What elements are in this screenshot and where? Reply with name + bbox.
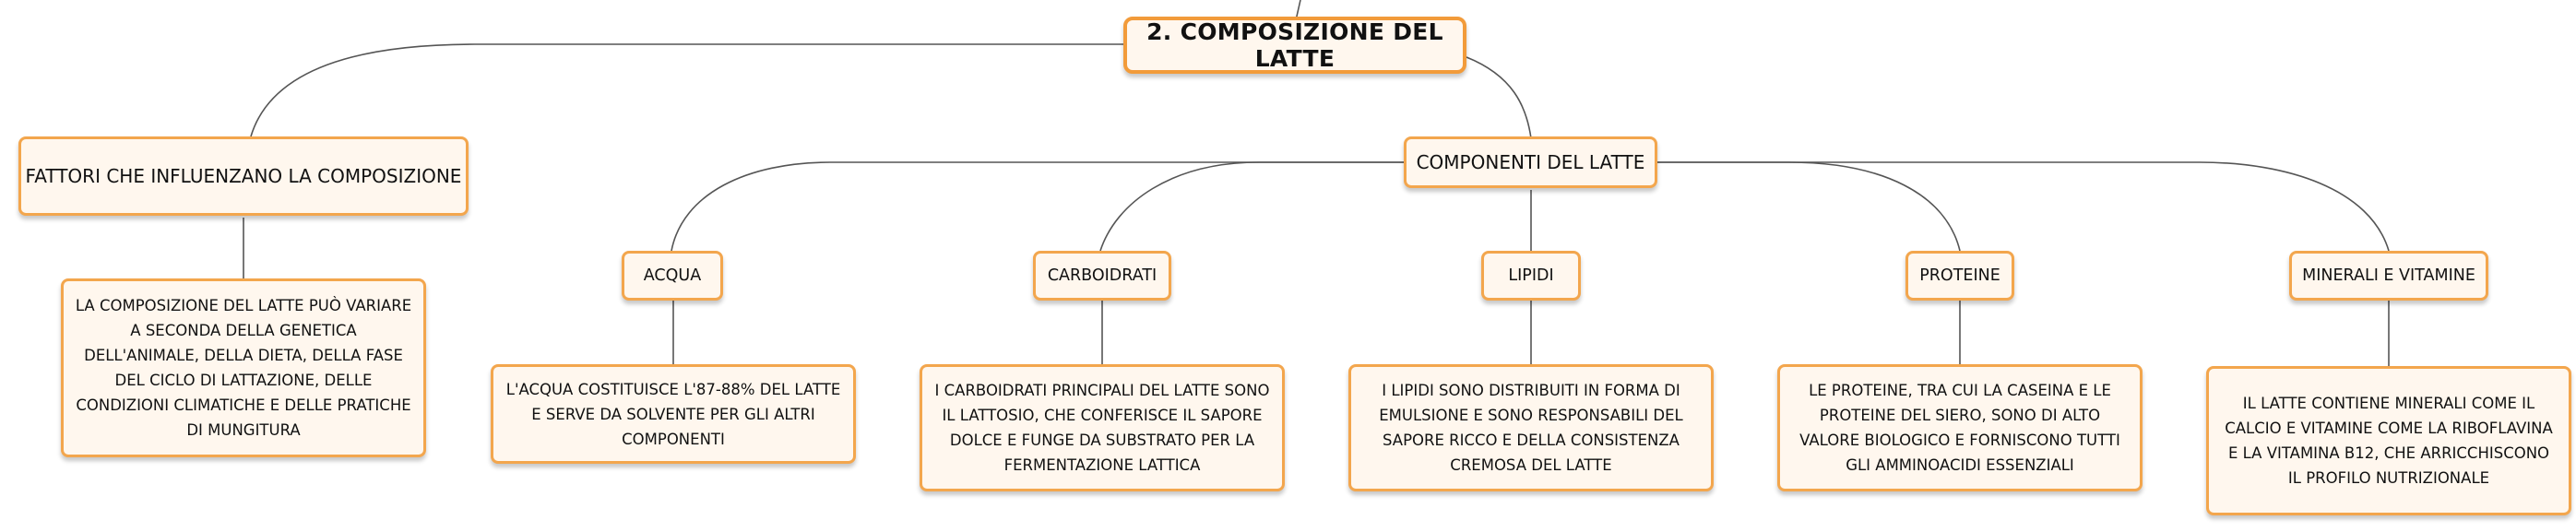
connector-root-components xyxy=(1466,56,1532,139)
acqua-label: ACQUA xyxy=(643,266,702,285)
acqua-detail-text: L'ACQUA COSTITUISCE L'87-88% DEL LATTE E… xyxy=(505,380,841,448)
factors-node[interactable]: FATTORI CHE INFLUENZANO LA COMPOSIZIONE xyxy=(18,136,469,216)
carboidrati-node[interactable]: CARBOIDRATI xyxy=(1033,251,1171,301)
lipidi-detail[interactable]: I LIPIDI SONO DISTRIBUITI IN FORMA DI EM… xyxy=(1348,364,1714,491)
minerali-vitamine-node[interactable]: MINERALI E VITAMINE xyxy=(2289,251,2488,301)
connector-root-factors xyxy=(250,43,1123,137)
factors-detail-text: LA COMPOSIZIONE DEL LATTE PUÒ VARIARE A … xyxy=(75,297,412,439)
minerali-vitamine-detail-text: IL LATTE CONTIENE MINERALI COME IL CALCI… xyxy=(2225,395,2553,487)
connector-components-proteine xyxy=(1657,161,1961,252)
lipidi-detail-text: I LIPIDI SONO DISTRIBUITI IN FORMA DI EM… xyxy=(1379,382,1683,474)
minerali-vitamine-detail[interactable]: IL LATTE CONTIENE MINERALI COME IL CALCI… xyxy=(2206,366,2571,515)
minerali-vitamine-label: MINERALI E VITAMINE xyxy=(2302,266,2475,285)
connector-components-acqua xyxy=(671,161,1407,252)
acqua-detail[interactable]: L'ACQUA COSTITUISCE L'87-88% DEL LATTE E… xyxy=(491,364,856,464)
root-node[interactable]: 2. COMPOSIZIONE DEL LATTE xyxy=(1123,17,1466,74)
lipidi-node[interactable]: LIPIDI xyxy=(1481,251,1581,301)
carboidrati-detail[interactable]: I CARBOIDRATI PRINCIPALI DEL LATTE SONO … xyxy=(920,364,1285,491)
proteine-label: PROTEINE xyxy=(1919,266,2000,285)
connector-components-minerali xyxy=(1657,161,2390,252)
carboidrati-label: CARBOIDRATI xyxy=(1047,266,1157,285)
carboidrati-detail-text: I CARBOIDRATI PRINCIPALI DEL LATTE SONO … xyxy=(934,382,1270,474)
factors-detail[interactable]: LA COMPOSIZIONE DEL LATTE PUÒ VARIARE A … xyxy=(61,278,426,457)
proteine-node[interactable]: PROTEINE xyxy=(1905,251,2014,301)
lipidi-label: LIPIDI xyxy=(1508,266,1554,285)
proteine-detail[interactable]: LE PROTEINE, TRA CUI LA CASEINA E LE PRO… xyxy=(1777,364,2143,491)
acqua-node[interactable]: ACQUA xyxy=(622,251,723,301)
components-label: COMPONENTI DEL LATTE xyxy=(1416,151,1645,173)
factors-label: FATTORI CHE INFLUENZANO LA COMPOSIZIONE xyxy=(25,165,462,187)
root-label: 2. COMPOSIZIONE DEL LATTE xyxy=(1146,18,1443,72)
components-node[interactable]: COMPONENTI DEL LATTE xyxy=(1404,136,1657,188)
proteine-detail-text: LE PROTEINE, TRA CUI LA CASEINA E LE PRO… xyxy=(1799,382,2120,474)
connector-components-carboidrati xyxy=(1099,161,1407,252)
